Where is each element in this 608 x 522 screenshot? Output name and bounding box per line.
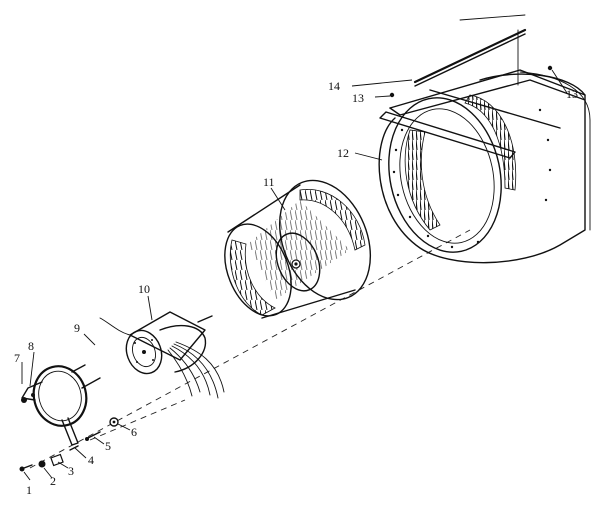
callout-12: 12 bbox=[337, 146, 349, 160]
mount-axis-line bbox=[89, 399, 186, 441]
callout-5: 5 bbox=[105, 439, 111, 453]
callout-8: 8 bbox=[28, 339, 34, 353]
callout-14: 14 bbox=[328, 79, 340, 93]
callout-4: 4 bbox=[88, 453, 94, 467]
callout-2: 2 bbox=[50, 474, 56, 488]
callout-labels: 1 2 3 4 5 6 7 8 9 10 11 12 13 13 14 bbox=[14, 79, 578, 497]
blower-motor bbox=[99, 311, 225, 399]
callout-6: 6 bbox=[131, 425, 137, 439]
hardware-bolt-5 bbox=[85, 431, 101, 441]
callout-13-right: 13 bbox=[566, 87, 578, 101]
callout-10: 10 bbox=[138, 282, 150, 296]
callout-13-left: 13 bbox=[352, 91, 364, 105]
hardware-nut-6 bbox=[109, 417, 119, 427]
callout-3: 3 bbox=[68, 464, 74, 478]
motor-mount-band bbox=[21, 364, 101, 446]
hardware-bracket-4 bbox=[69, 445, 79, 451]
callout-9: 9 bbox=[74, 321, 80, 335]
leader-lines bbox=[21, 69, 568, 481]
callout-11: 11 bbox=[263, 175, 275, 189]
blower-housing bbox=[378, 14, 591, 264]
callout-7: 7 bbox=[14, 351, 20, 365]
hardware-washer-2 bbox=[38, 460, 46, 468]
callout-1: 1 bbox=[26, 483, 32, 497]
blower-wheel bbox=[224, 179, 372, 319]
hardware-screw-1 bbox=[19, 464, 33, 472]
assembly-axis-line bbox=[29, 229, 471, 469]
